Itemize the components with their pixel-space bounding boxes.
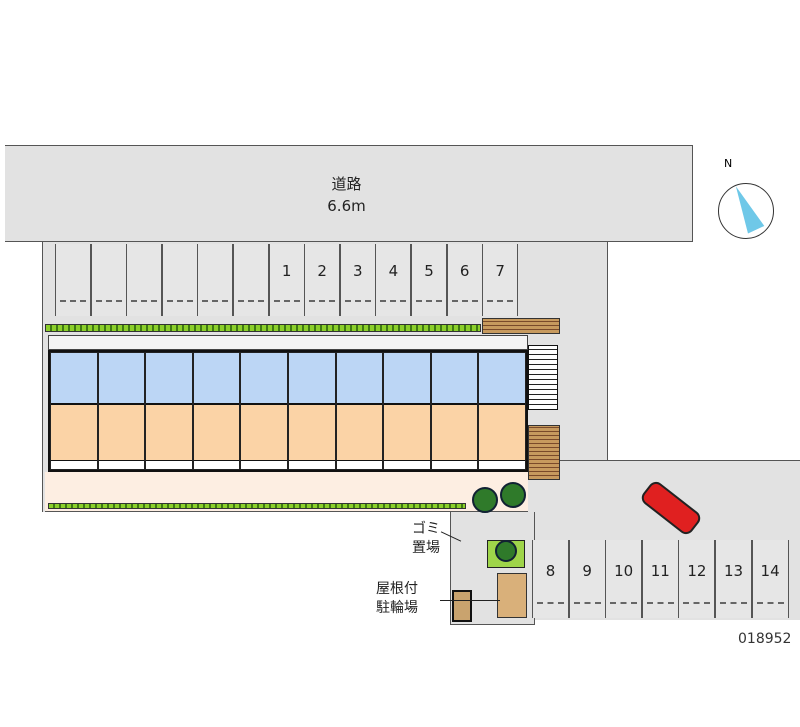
unit-living-room xyxy=(336,405,383,460)
unit-wet-area xyxy=(241,353,287,405)
parking-space: 4 xyxy=(375,244,412,316)
unit-wet-area xyxy=(336,353,383,405)
unit-wet-area xyxy=(288,353,335,405)
apartment-building xyxy=(48,350,528,472)
tree-icon xyxy=(500,482,526,508)
unit-wet-area xyxy=(431,353,478,405)
compass-needle xyxy=(727,182,765,234)
apartment-unit xyxy=(192,352,241,470)
unit-living-room xyxy=(241,405,287,460)
parking-space-number: 11 xyxy=(650,562,670,580)
unit-wet-area xyxy=(98,353,145,405)
parking-space xyxy=(233,244,269,316)
parking-space: 6 xyxy=(446,244,483,316)
parking-space: 5 xyxy=(411,244,447,316)
tree-icon xyxy=(472,487,498,513)
parking-space: 7 xyxy=(482,244,519,316)
property-id: 018952 xyxy=(738,631,792,647)
bike-label-line2: 駐輪場 xyxy=(376,600,418,616)
unit-balcony xyxy=(288,460,335,469)
unit-balcony xyxy=(384,460,430,469)
parking-space: 1 xyxy=(268,244,305,316)
unit-wet-area xyxy=(146,353,192,405)
unit-living-room xyxy=(146,405,192,460)
compass-icon xyxy=(718,182,774,239)
unit-balcony xyxy=(193,460,240,469)
compass-north: N xyxy=(724,157,733,170)
unit-wet-area xyxy=(51,353,97,405)
unit-living-room xyxy=(51,405,97,460)
parking-space: 14 xyxy=(751,540,789,618)
parking-space-number: 8 xyxy=(545,562,556,580)
unit-balcony xyxy=(146,460,192,469)
parking-space-number: 13 xyxy=(723,562,744,580)
walkway xyxy=(48,335,528,350)
parking-space xyxy=(126,244,163,316)
apartment-unit xyxy=(240,352,288,470)
parking-space-number: 10 xyxy=(614,562,634,580)
unit-balcony xyxy=(336,460,383,469)
apartment-unit xyxy=(430,352,479,470)
unit-living-room xyxy=(479,405,525,460)
parking-space: 2 xyxy=(304,244,341,316)
apartment-unit xyxy=(50,352,98,470)
apartment-unit xyxy=(335,352,384,470)
parking-space: 11 xyxy=(641,540,679,618)
hedge-bottom xyxy=(48,503,466,509)
parking-space xyxy=(55,244,91,316)
parking-space xyxy=(161,244,198,316)
parking-space-number: 6 xyxy=(459,262,470,280)
unit-balcony xyxy=(431,460,478,469)
bike-label-line1: 屋根付 xyxy=(376,581,418,597)
bicycle-shelter xyxy=(497,573,527,618)
unit-living-room xyxy=(288,405,335,460)
unit-balcony xyxy=(98,460,145,469)
unit-wet-area xyxy=(479,353,525,405)
parking-space-number: 2 xyxy=(317,262,327,280)
unit-living-room xyxy=(384,405,430,460)
parking-space-number: 1 xyxy=(281,262,292,280)
unit-wet-area xyxy=(193,353,240,405)
parking-space: 9 xyxy=(568,540,606,618)
staircase xyxy=(528,345,558,410)
parking-space-number: 4 xyxy=(388,262,399,280)
road xyxy=(5,145,693,242)
brick-paving-side xyxy=(528,425,560,480)
parking-space: 10 xyxy=(605,540,643,618)
unit-balcony xyxy=(479,460,525,469)
unit-living-room xyxy=(98,405,145,460)
unit-balcony xyxy=(51,460,97,469)
parking-space-number: 3 xyxy=(353,262,363,280)
parking-space-number: 5 xyxy=(424,262,434,280)
apartment-unit xyxy=(287,352,336,470)
brick-paving xyxy=(482,318,560,334)
unit-living-room xyxy=(431,405,478,460)
tree-icon xyxy=(495,540,517,562)
road-width: 6.6m xyxy=(327,197,366,215)
bike-label: 屋根付駐輪場 xyxy=(376,580,418,618)
unit-wet-area xyxy=(384,353,430,405)
parking-space-number: 14 xyxy=(760,562,780,580)
parking-space: 12 xyxy=(678,540,716,618)
parking-space: 8 xyxy=(532,540,569,618)
parking-space xyxy=(90,244,127,316)
garbage-label: ゴミ 置場 xyxy=(412,521,440,556)
garbage-station xyxy=(452,590,472,622)
unit-living-room xyxy=(193,405,240,460)
apartment-unit xyxy=(145,352,193,470)
parking-space: 3 xyxy=(339,244,376,316)
unit-balcony xyxy=(241,460,287,469)
parking-space-number: 7 xyxy=(495,262,505,280)
label-leader xyxy=(440,600,500,601)
apartment-unit xyxy=(97,352,146,470)
parking-space: 13 xyxy=(715,540,752,618)
apartment-unit xyxy=(383,352,431,470)
parking-space xyxy=(197,244,234,316)
road-label: 道路 6.6m xyxy=(0,173,693,217)
parking-space-number: 9 xyxy=(582,562,592,580)
hedge-top xyxy=(45,324,481,332)
road-name: 道路 xyxy=(331,175,362,193)
apartment-unit xyxy=(478,352,526,470)
parking-space-number: 12 xyxy=(687,562,707,580)
